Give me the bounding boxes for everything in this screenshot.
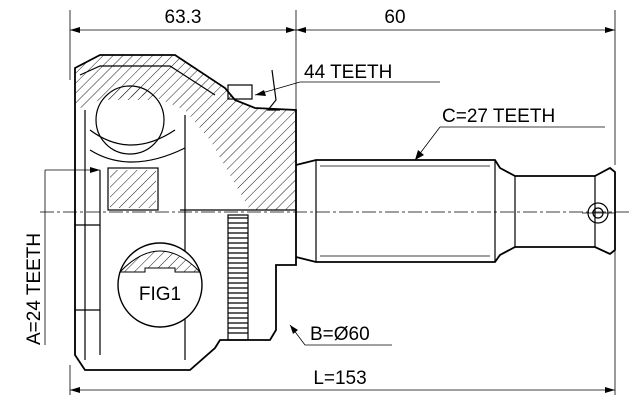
label-c-spline: C=27 TEETH [414, 106, 605, 161]
abs-tone-ring [227, 214, 249, 341]
dimension-top-left: 63.3 [165, 7, 202, 28]
figure-label: FIG1 [139, 284, 181, 305]
label-44-teeth: 44 TEETH [227, 62, 440, 111]
label-outer-spline: C=27 TEETH [442, 106, 555, 127]
dimension-top-right: 60 [384, 7, 405, 28]
dimension-total-length: L=153 [313, 368, 366, 389]
top-dimensions: 63.3 60 [69, 7, 616, 165]
outer-race-housing [74, 54, 297, 371]
label-inner-spline: A=24 TEETH [24, 233, 45, 345]
bottom-dimension: L=153 [69, 240, 616, 395]
label-abs-ring: B=Ø60 [310, 324, 370, 345]
output-shaft [295, 159, 616, 263]
fig1-callout: FIG1 [117, 242, 203, 328]
label-a-spline: A=24 TEETH [24, 167, 100, 345]
label-b-abs: B=Ø60 [289, 324, 392, 346]
ball-detail [89, 85, 186, 211]
label-inner-teeth: 44 TEETH [304, 62, 392, 83]
